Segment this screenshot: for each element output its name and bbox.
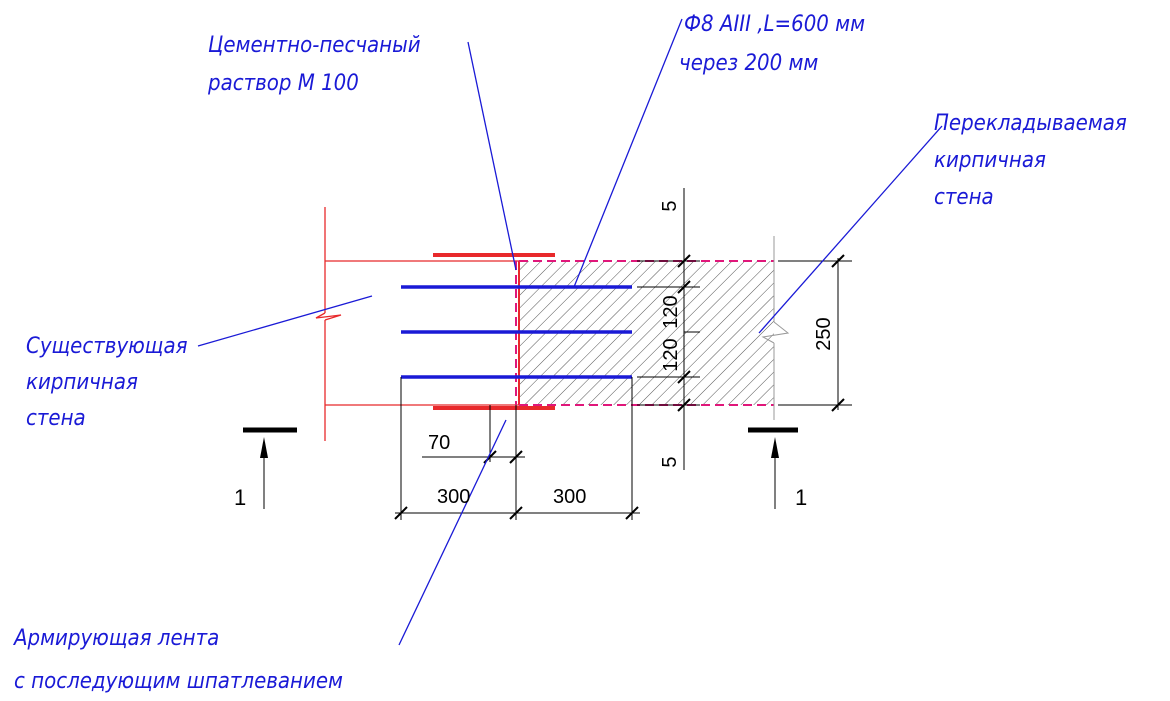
existing-wall-label-line3: стена xyxy=(26,406,86,431)
dimension-70: 70 xyxy=(428,432,450,454)
moved-wall-label-line3: стена xyxy=(934,185,994,210)
dimension-5-top: 5 xyxy=(659,200,681,211)
dimension-5-bottom: 5 xyxy=(659,456,681,467)
horizontal-dimensions xyxy=(395,377,640,520)
existing-wall xyxy=(315,207,519,441)
section-marker-left xyxy=(243,427,297,509)
dimension-120-top: 120 xyxy=(660,295,682,328)
mortar-label-line1: Цементно-песчаный xyxy=(208,33,421,58)
leader-rebar xyxy=(573,18,683,288)
mortar-label-line2: раствор М 100 xyxy=(207,71,359,96)
leader-mortar xyxy=(467,41,517,271)
tape-label-line2: с последующим шпатлеванием xyxy=(14,669,343,694)
existing-wall-label-line2: кирпичная xyxy=(26,370,138,395)
section-marker-right xyxy=(748,427,798,509)
moved-wall-label-line1: Перекладываемая xyxy=(934,111,1127,136)
moved-wall-break-line xyxy=(761,236,790,420)
leader-tape xyxy=(398,419,507,646)
rebar-label-line1: Ф8 AIII ,L=600 мм xyxy=(684,12,865,37)
rebar-label-line2: через 200 мм xyxy=(679,51,818,76)
dimension-120-bottom: 120 xyxy=(660,338,682,371)
leader-existing-wall xyxy=(197,295,373,347)
dimension-250: 250 xyxy=(813,317,835,350)
moved-wall-label-line2: кирпичная xyxy=(934,148,1046,173)
section-label-right: 1 xyxy=(795,485,807,510)
leader-moved-wall xyxy=(758,125,943,334)
leader-lines xyxy=(197,18,943,646)
section-label-left: 1 xyxy=(234,485,246,510)
rebars xyxy=(401,285,632,379)
vertical-dimensions xyxy=(637,188,852,470)
dimension-300-left: 300 xyxy=(437,486,470,508)
tape-label-line1: Армирующая лента xyxy=(12,626,219,651)
vertical-dimension-ticks xyxy=(677,254,845,412)
dimension-300-right: 300 xyxy=(553,486,586,508)
existing-wall-label-line1: Существующая xyxy=(26,334,188,359)
